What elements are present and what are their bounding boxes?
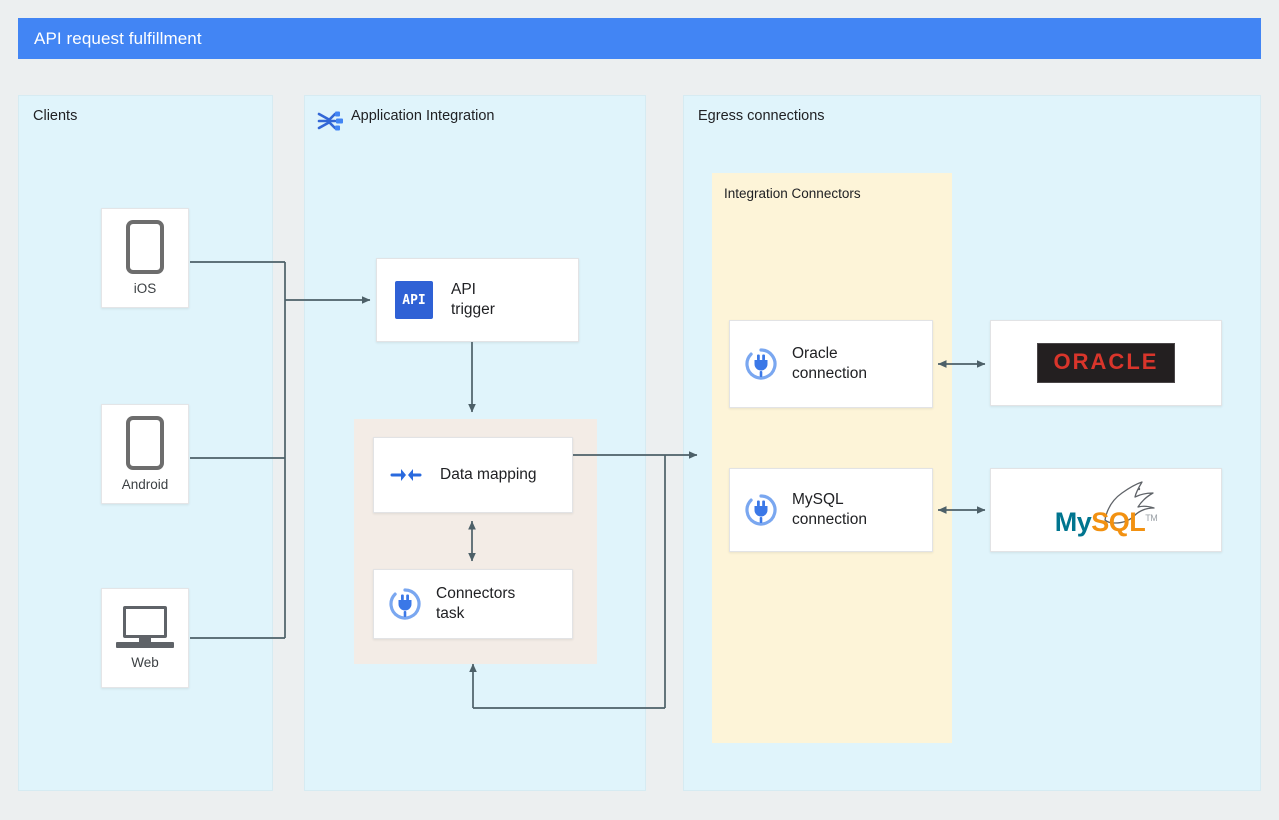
application-integration-icon (316, 108, 346, 136)
node-oracle-connection[interactable]: Oracle connection (729, 320, 933, 408)
connectors-plug-icon (744, 493, 778, 527)
mysql-logo: MySQLTM (1046, 480, 1166, 538)
mysql-trademark: TM (1145, 513, 1158, 523)
phone-icon (126, 220, 164, 274)
node-label: Data mapping (440, 466, 537, 484)
page-title: API request fulfillment (34, 28, 202, 48)
phone-icon (126, 416, 164, 470)
laptop-icon (116, 606, 174, 648)
node-label: Oracle connection (792, 345, 867, 382)
node-data-mapping[interactable]: Data mapping (373, 437, 573, 513)
node-api-trigger[interactable]: API API trigger (376, 258, 579, 342)
system-mysql[interactable]: MySQLTM (990, 468, 1222, 552)
mysql-wordmark-sql: SQL (1091, 507, 1146, 537)
connectors-plug-icon (744, 347, 778, 381)
api-trigger-icon: API (395, 281, 433, 319)
header-bar: API request fulfillment (18, 18, 1261, 59)
node-mysql-connection[interactable]: MySQL connection (729, 468, 933, 552)
node-label: API trigger (451, 281, 495, 318)
panel-clients-title: Clients (33, 108, 78, 124)
client-device-label: Android (121, 477, 169, 492)
node-connectors-task[interactable]: Connectors task (373, 569, 573, 639)
client-device-label: iOS (133, 281, 157, 296)
node-label: Connectors task (436, 585, 516, 622)
panel-application-integration-title: Application Integration (351, 108, 495, 124)
connectors-plug-icon (388, 587, 422, 621)
dolphin-icon (1098, 480, 1160, 529)
panel-egress-title: Egress connections (698, 108, 825, 124)
client-device-web[interactable]: Web (101, 588, 189, 688)
client-device-label: Web (131, 655, 159, 670)
oracle-logo: ORACLE (1036, 343, 1176, 383)
panel-integration-connectors-title: Integration Connectors (724, 186, 861, 201)
panel-integration-connectors: Integration Connectors (712, 173, 952, 743)
data-mapping-icon (390, 464, 422, 486)
client-device-ios[interactable]: iOS (101, 208, 189, 308)
client-device-android[interactable]: Android (101, 404, 189, 504)
mysql-wordmark-my: My (1054, 507, 1092, 537)
system-oracle[interactable]: ORACLE (990, 320, 1222, 406)
node-label: MySQL connection (792, 491, 867, 528)
